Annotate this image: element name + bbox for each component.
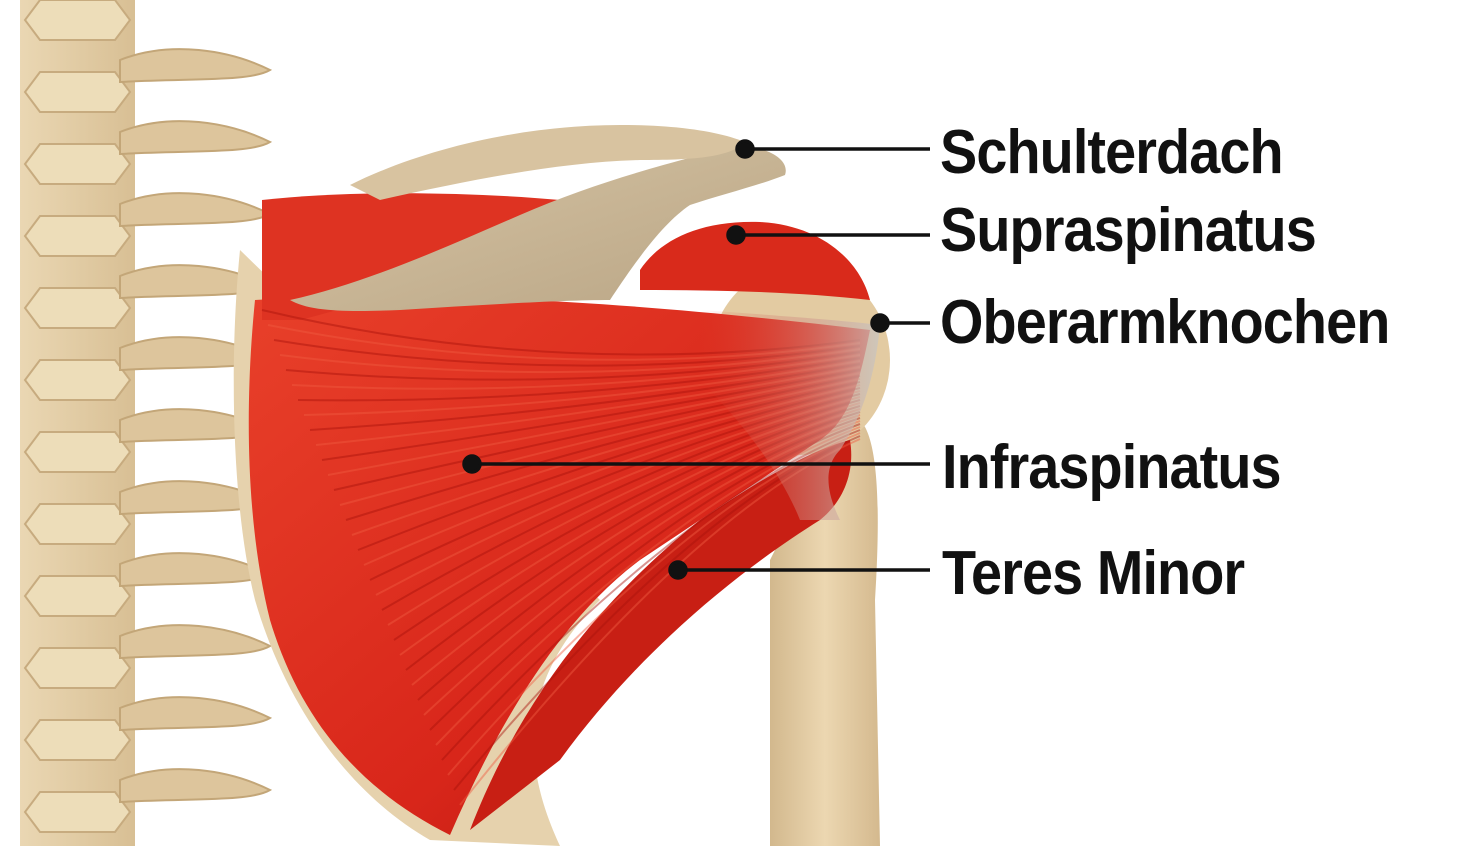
label-schulterdach: Schulterdach xyxy=(940,122,1283,184)
rib xyxy=(120,769,270,802)
vertebra xyxy=(25,144,130,184)
rib xyxy=(120,193,270,226)
vertebra xyxy=(25,432,130,472)
vertebra xyxy=(25,792,130,832)
vertebra xyxy=(25,576,130,616)
vertebra xyxy=(25,216,130,256)
vertebra xyxy=(25,0,130,40)
label-infraspinatus: Infraspinatus xyxy=(942,437,1281,499)
vertebra xyxy=(25,720,130,760)
rib xyxy=(120,49,270,82)
spine xyxy=(20,0,135,846)
vertebra xyxy=(25,360,130,400)
vertebra xyxy=(25,288,130,328)
label-supraspinatus: Supraspinatus xyxy=(940,200,1316,262)
label-teres-minor: Teres Minor xyxy=(942,543,1244,605)
vertebra xyxy=(25,72,130,112)
rib xyxy=(120,121,270,154)
vertebra xyxy=(25,504,130,544)
vertebra xyxy=(25,648,130,688)
rib xyxy=(120,697,270,730)
label-oberarmknochen: Oberarmknochen xyxy=(940,292,1473,354)
rib xyxy=(120,625,270,658)
